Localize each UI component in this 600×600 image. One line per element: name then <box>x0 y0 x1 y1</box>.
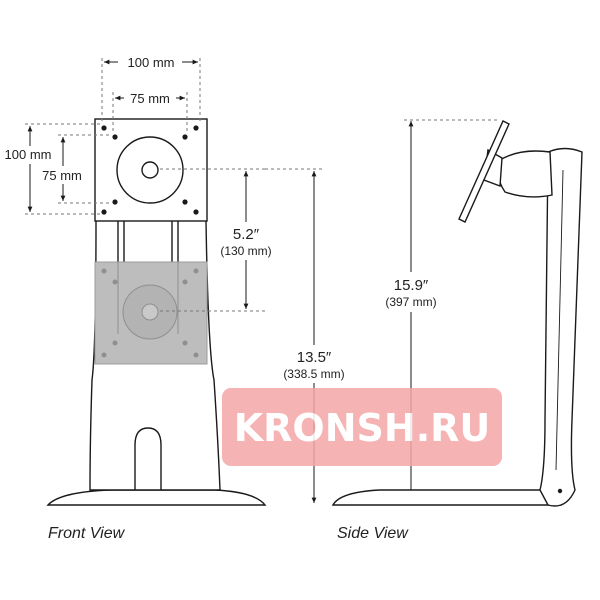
min-height-inch-label: 13.5″ <box>297 349 332 366</box>
width-100-label: 100 mm <box>128 55 175 70</box>
min-height-mm-label: (338.5 mm) <box>283 367 344 381</box>
side-head <box>497 150 553 198</box>
height-75-label: 75 mm <box>42 168 82 183</box>
height-100-label: 100 mm <box>5 147 52 162</box>
raised-vesa-plate <box>94 118 208 222</box>
side-view <box>331 120 583 507</box>
lowered-vesa-plate <box>94 261 208 365</box>
side-base <box>331 489 563 506</box>
front-base <box>46 489 267 506</box>
width-75-label: 75 mm <box>130 91 170 106</box>
max-height-inch-label: 15.9″ <box>394 277 429 294</box>
watermark-box <box>222 388 502 466</box>
side-column <box>539 147 583 507</box>
adjust-inch-label: 5.2″ <box>233 226 260 243</box>
max-height-mm-label: (397 mm) <box>385 295 436 309</box>
watermark-text: KRONSH.RU <box>234 406 491 450</box>
side-view-caption: Side View <box>337 525 409 542</box>
watermark: KRONSH.RU <box>222 388 502 466</box>
adjust-mm-label: (130 mm) <box>220 244 271 258</box>
front-extension-lines <box>25 58 325 312</box>
side-monitor-plate <box>458 120 510 223</box>
front-view-caption: Front View <box>48 525 126 542</box>
front-column-slot <box>134 427 162 490</box>
